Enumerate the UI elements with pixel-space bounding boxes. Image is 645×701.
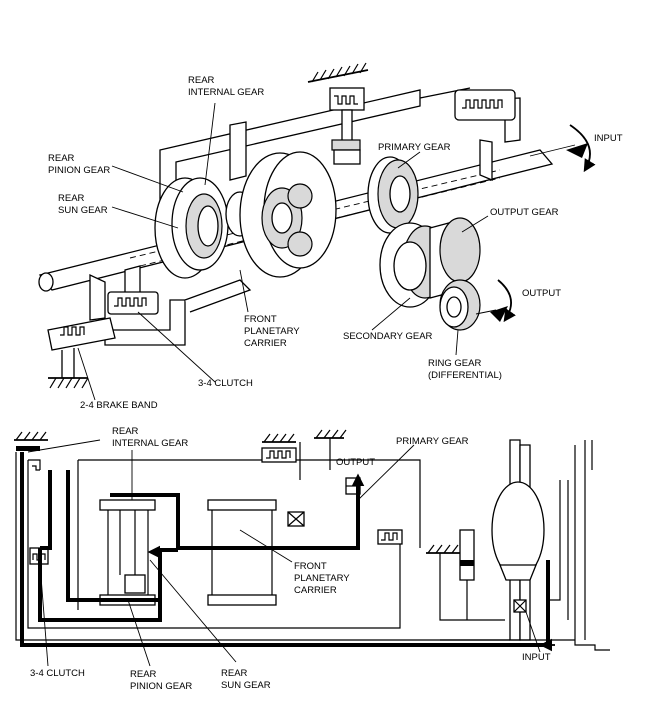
- label-top-secondary-gear: SECONDARY GEAR: [343, 331, 433, 342]
- label-top-input: INPUT: [594, 133, 623, 144]
- label-bottom-output: OUTPUT: [336, 457, 375, 468]
- label-bottom-rear-pinion-gear: REAR PINION GEAR: [130, 669, 192, 692]
- rear-planetary-gearset: [154, 177, 255, 279]
- primary-gear: [367, 156, 419, 234]
- input-clutch-schematic: [377, 529, 403, 545]
- ground-hatch-mid: [262, 429, 347, 443]
- label-top-brake-band-24: 2-4 BRAKE BAND: [80, 400, 158, 411]
- label-bottom-front-planetary-carrier: FRONT PLANETARY CARRIER: [294, 561, 352, 596]
- power-flow-path: [20, 452, 550, 647]
- clutch-housing-34: [107, 291, 159, 315]
- secondary-output-gear: [379, 217, 481, 308]
- label-top-rear-pinion-gear: REAR PINION GEAR: [48, 153, 110, 176]
- label-bottom-rear-internal-gear: REAR INTERNAL GEAR: [112, 426, 188, 449]
- bottom-schematic-diagram: REAR INTERNAL GEAR OUTPUT PRIMARY GEAR F…: [14, 426, 610, 692]
- right-clutch-housing: [454, 89, 516, 121]
- label-top-ring-gear: RING GEAR (DIFFERENTIAL): [428, 358, 502, 381]
- ring-gear: [439, 279, 508, 331]
- label-top-output: OUTPUT: [522, 288, 561, 299]
- front-planetary-carrier: [239, 151, 337, 278]
- label-top-clutch-34: 3-4 CLUTCH: [198, 378, 253, 389]
- label-top-rear-internal-gear: REAR INTERNAL GEAR: [188, 75, 264, 98]
- front-planetary-schematic: [207, 499, 277, 606]
- label-top-output-gear: OUTPUT GEAR: [490, 207, 559, 218]
- label-top-rear-sun-gear: REAR SUN GEAR: [58, 193, 108, 216]
- ground-hatch-right: [426, 544, 460, 554]
- label-bottom-input: INPUT: [522, 652, 551, 663]
- label-top-primary-gear: PRIMARY GEAR: [378, 142, 451, 153]
- label-top-front-planetary-carrier: FRONT PLANETARY CARRIER: [244, 314, 302, 349]
- ground-hatch-top: [307, 62, 369, 165]
- ground-hatch-left: [14, 431, 48, 451]
- rear-planetary-schematic: [99, 499, 156, 606]
- torque-converter: [439, 439, 575, 641]
- output-rotation-arrow: [497, 279, 516, 323]
- label-bottom-clutch-34: 3-4 CLUTCH: [30, 668, 85, 679]
- input-rotation-arrow: [569, 124, 596, 173]
- label-bottom-primary-gear: PRIMARY GEAR: [396, 436, 469, 447]
- top-cutaway-diagram: REAR INTERNAL GEAR REAR PINION GEAR REAR…: [38, 62, 623, 411]
- outer-frame: [15, 438, 610, 651]
- brake-band-24: [47, 317, 116, 389]
- label-bottom-rear-sun-gear: REAR SUN GEAR: [221, 668, 271, 691]
